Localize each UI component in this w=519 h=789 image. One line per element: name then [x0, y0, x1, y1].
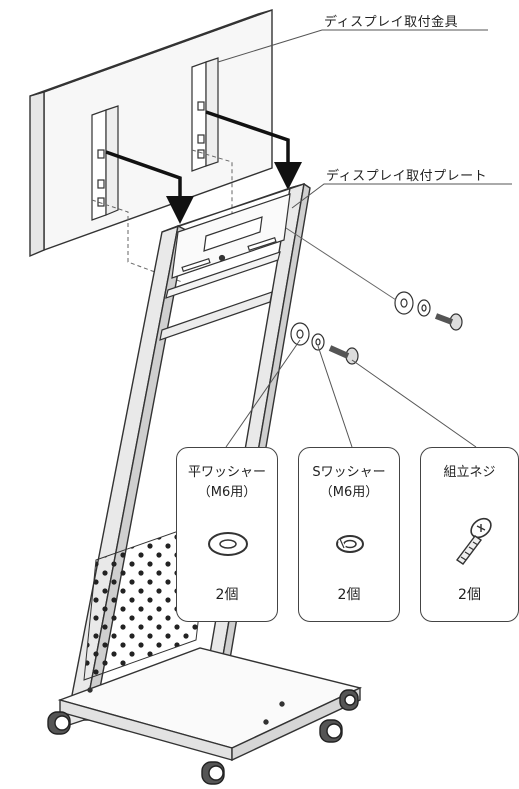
- callout-display-plate: ディスプレイ取付プレート: [326, 169, 488, 184]
- part-qty: 2個: [215, 587, 239, 603]
- display-bracket-right: [191, 57, 219, 172]
- part-name: 組立ネジ: [443, 465, 496, 480]
- part-spec: （M6用）: [319, 485, 379, 500]
- hardware-leader: [285, 227, 397, 301]
- callout-display-bracket: ディスプレイ取付金具: [324, 15, 459, 30]
- part-qty: 2個: [337, 587, 361, 603]
- part-card-spring-washer: Sワッシャー （M6用） 2個: [298, 447, 400, 622]
- display-mount-plate: [159, 193, 291, 341]
- casters: [47, 689, 359, 785]
- part-name: 平ワッシャー: [187, 465, 266, 480]
- hardware-upper: [394, 291, 463, 331]
- base-tray: [57, 647, 363, 762]
- part-card-screw: 組立ネジ 2個: [420, 447, 519, 622]
- flat-washer-icon: [208, 532, 248, 556]
- part-name: Sワッシャー: [312, 465, 386, 480]
- display-bracket-left: [91, 105, 119, 221]
- mounting-arrows: [105, 110, 302, 224]
- spring-washer-icon: [336, 535, 364, 553]
- guide-dashes: [91, 149, 233, 283]
- callout-leaders: [217, 29, 512, 448]
- part-spec: （M6用）: [197, 485, 257, 500]
- part-qty: 2個: [458, 587, 481, 603]
- part-card-flat-washer: 平ワッシャー （M6用） 2個: [176, 447, 278, 622]
- hardware-lower: [290, 322, 359, 365]
- screw-icon: [455, 517, 492, 565]
